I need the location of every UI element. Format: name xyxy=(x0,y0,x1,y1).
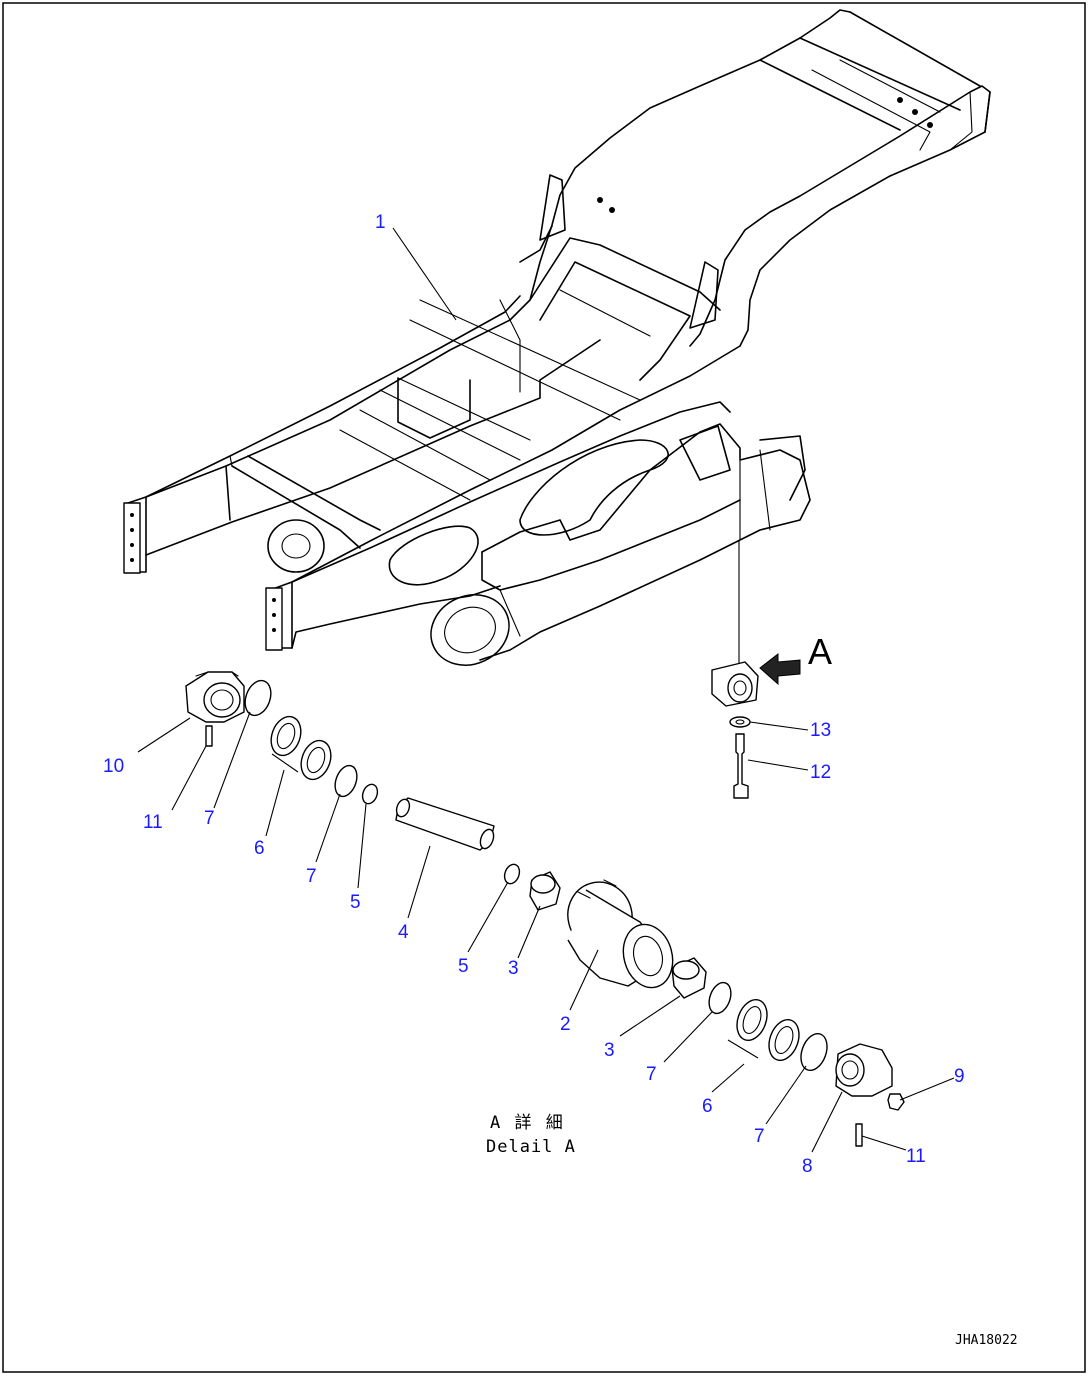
part-5-ring-right xyxy=(503,863,521,885)
view-arrow-icon xyxy=(759,652,801,686)
part-6-seal-right xyxy=(727,998,800,1062)
callout-7-c: 7 xyxy=(646,1064,657,1085)
part-5-ring-left xyxy=(361,783,379,805)
part-8-collar xyxy=(835,1043,893,1097)
part-12-bolt xyxy=(733,733,749,799)
detail-caption-english: Delail A xyxy=(486,1137,576,1157)
callout-13: 13 xyxy=(810,720,831,741)
drawing-id: JHA18022 xyxy=(955,1333,1018,1348)
callout-3-right: 3 xyxy=(604,1040,615,1061)
callout-12: 12 xyxy=(810,762,831,783)
callout-3-left: 3 xyxy=(508,958,519,979)
part-2-track-roller xyxy=(567,879,674,989)
callout-7-b: 7 xyxy=(306,866,317,887)
part-7-oring-right-1 xyxy=(708,981,732,1015)
part-6-seal-left xyxy=(270,715,332,781)
part-4-shaft xyxy=(395,797,495,851)
callout-6-left: 6 xyxy=(254,838,265,859)
part-3-bushing-left xyxy=(529,871,561,911)
callout-7-d: 7 xyxy=(754,1126,765,1147)
callout-9: 9 xyxy=(954,1066,965,1087)
part-11-pin xyxy=(205,725,213,747)
part-7-oring-right-2 xyxy=(800,1032,828,1072)
callout-4: 4 xyxy=(398,922,409,943)
part-13-washer xyxy=(729,716,751,728)
callout-8: 8 xyxy=(802,1156,813,1177)
leader-lines xyxy=(137,227,955,1153)
callout-11-right: 11 xyxy=(906,1146,926,1167)
callout-2: 2 xyxy=(560,1014,571,1035)
detail-caption-japanese: A 詳 細 xyxy=(490,1113,565,1133)
callout-5-left: 5 xyxy=(350,892,361,913)
callout-labels: 1 10 11 7 6 7 5 4 5 3 2 3 7 6 7 8 9 11 1… xyxy=(103,212,965,1177)
detail-caption: A 詳 細 Delail A xyxy=(486,1113,576,1157)
part-11-pin-right xyxy=(855,1123,863,1147)
callout-11-left: 11 xyxy=(143,812,163,833)
truck-frame xyxy=(123,9,991,666)
callout-6-right: 6 xyxy=(702,1096,713,1117)
callout-10: 10 xyxy=(103,756,124,777)
callout-7-a: 7 xyxy=(204,808,215,829)
part-3-bushing-right xyxy=(671,957,707,999)
detail-a-reference: A xyxy=(711,540,832,707)
callout-5-right: 5 xyxy=(458,956,469,977)
part-9-bolt xyxy=(887,1093,905,1111)
part-10-collar xyxy=(185,671,245,723)
part-7-oring-left-2 xyxy=(334,764,358,798)
view-marker-label: A xyxy=(808,631,832,672)
part-7-oring-left-1 xyxy=(244,679,272,717)
callout-1: 1 xyxy=(375,212,386,233)
